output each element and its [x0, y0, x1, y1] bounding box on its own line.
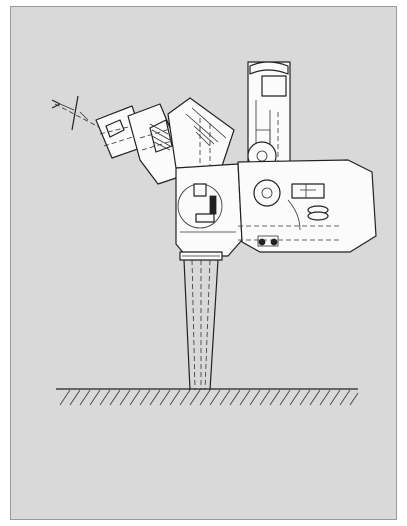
main-body: [175, 163, 243, 257]
eye-sight-line: [51, 95, 113, 135]
figure-panel: [10, 6, 397, 520]
ground-surface: [56, 388, 359, 406]
objective-lens: [179, 251, 223, 261]
right-housing: [237, 159, 377, 253]
light-beams: [183, 259, 219, 391]
